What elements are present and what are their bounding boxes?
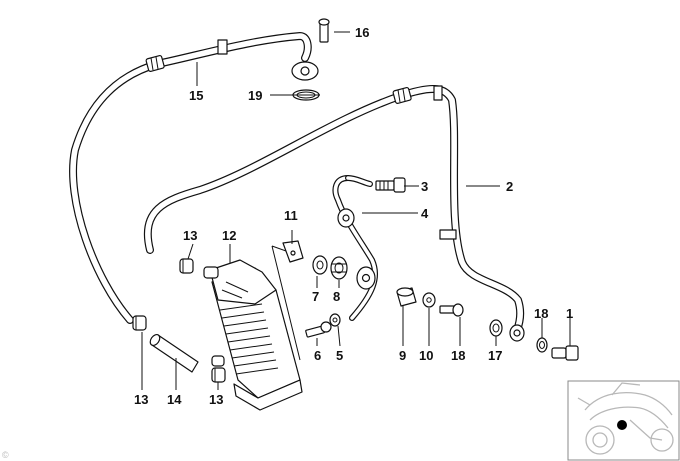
bolt-3 xyxy=(375,177,406,193)
watermark: © xyxy=(2,450,9,460)
pipe-4 xyxy=(332,175,379,321)
callout-9: 9 xyxy=(399,348,406,363)
motorcycle-silhouette-icon xyxy=(577,382,674,455)
washer-7 xyxy=(312,255,328,275)
callout-1: 1 xyxy=(566,306,573,321)
callout-11: 11 xyxy=(284,208,298,223)
washer-10 xyxy=(422,292,436,308)
callout-15: 18 xyxy=(451,348,465,363)
callout-14: 14 xyxy=(167,392,182,407)
callout-13-left: 13 xyxy=(134,392,148,407)
clamp-13-top xyxy=(179,258,194,274)
sleeve-9 xyxy=(396,287,417,307)
callout-17: 16 xyxy=(355,25,369,40)
callout-5: 5 xyxy=(336,348,343,363)
callout-6: 6 xyxy=(314,348,321,363)
callout-18-left: 17 xyxy=(488,348,502,363)
callout-19: 19 xyxy=(248,88,262,103)
clamp-13-bottom xyxy=(211,367,226,383)
ring-18a xyxy=(489,319,503,337)
callout-12: 12 xyxy=(222,228,236,243)
grommet-8 xyxy=(330,256,348,280)
callout-8: 8 xyxy=(333,289,340,304)
screw-15 xyxy=(439,303,464,317)
hose-14 xyxy=(149,333,199,373)
callout-13-top: 13 xyxy=(183,228,197,243)
nut-5 xyxy=(329,313,341,327)
banjo-fitting xyxy=(291,18,330,81)
callout-13-bottom: 13 xyxy=(209,392,223,407)
callout-2: 2 xyxy=(506,179,513,194)
callout-18-right: 18 xyxy=(534,306,548,321)
callout-10: 10 xyxy=(419,348,433,363)
bracket-11 xyxy=(271,240,304,361)
callout-16: 15 xyxy=(189,88,203,103)
callout-7: 7 xyxy=(312,289,319,304)
callout-4: 4 xyxy=(421,206,429,221)
hose-16 xyxy=(69,32,312,324)
screw-6 xyxy=(305,321,332,338)
callouts: 16 15 19 3 2 4 11 12 13 7 8 6 5 9 10 18 … xyxy=(134,25,573,407)
oil-cooler-12 xyxy=(203,259,303,411)
banjo-bolt-1 xyxy=(551,345,579,361)
hose-2 xyxy=(143,85,525,342)
location-marker-icon xyxy=(617,420,627,430)
clamp-13-left xyxy=(132,315,147,331)
motorcycle-locator-thumbnail xyxy=(567,380,680,461)
leader-lines xyxy=(141,31,571,390)
ring-18b xyxy=(536,337,548,353)
callout-3: 3 xyxy=(421,179,428,194)
